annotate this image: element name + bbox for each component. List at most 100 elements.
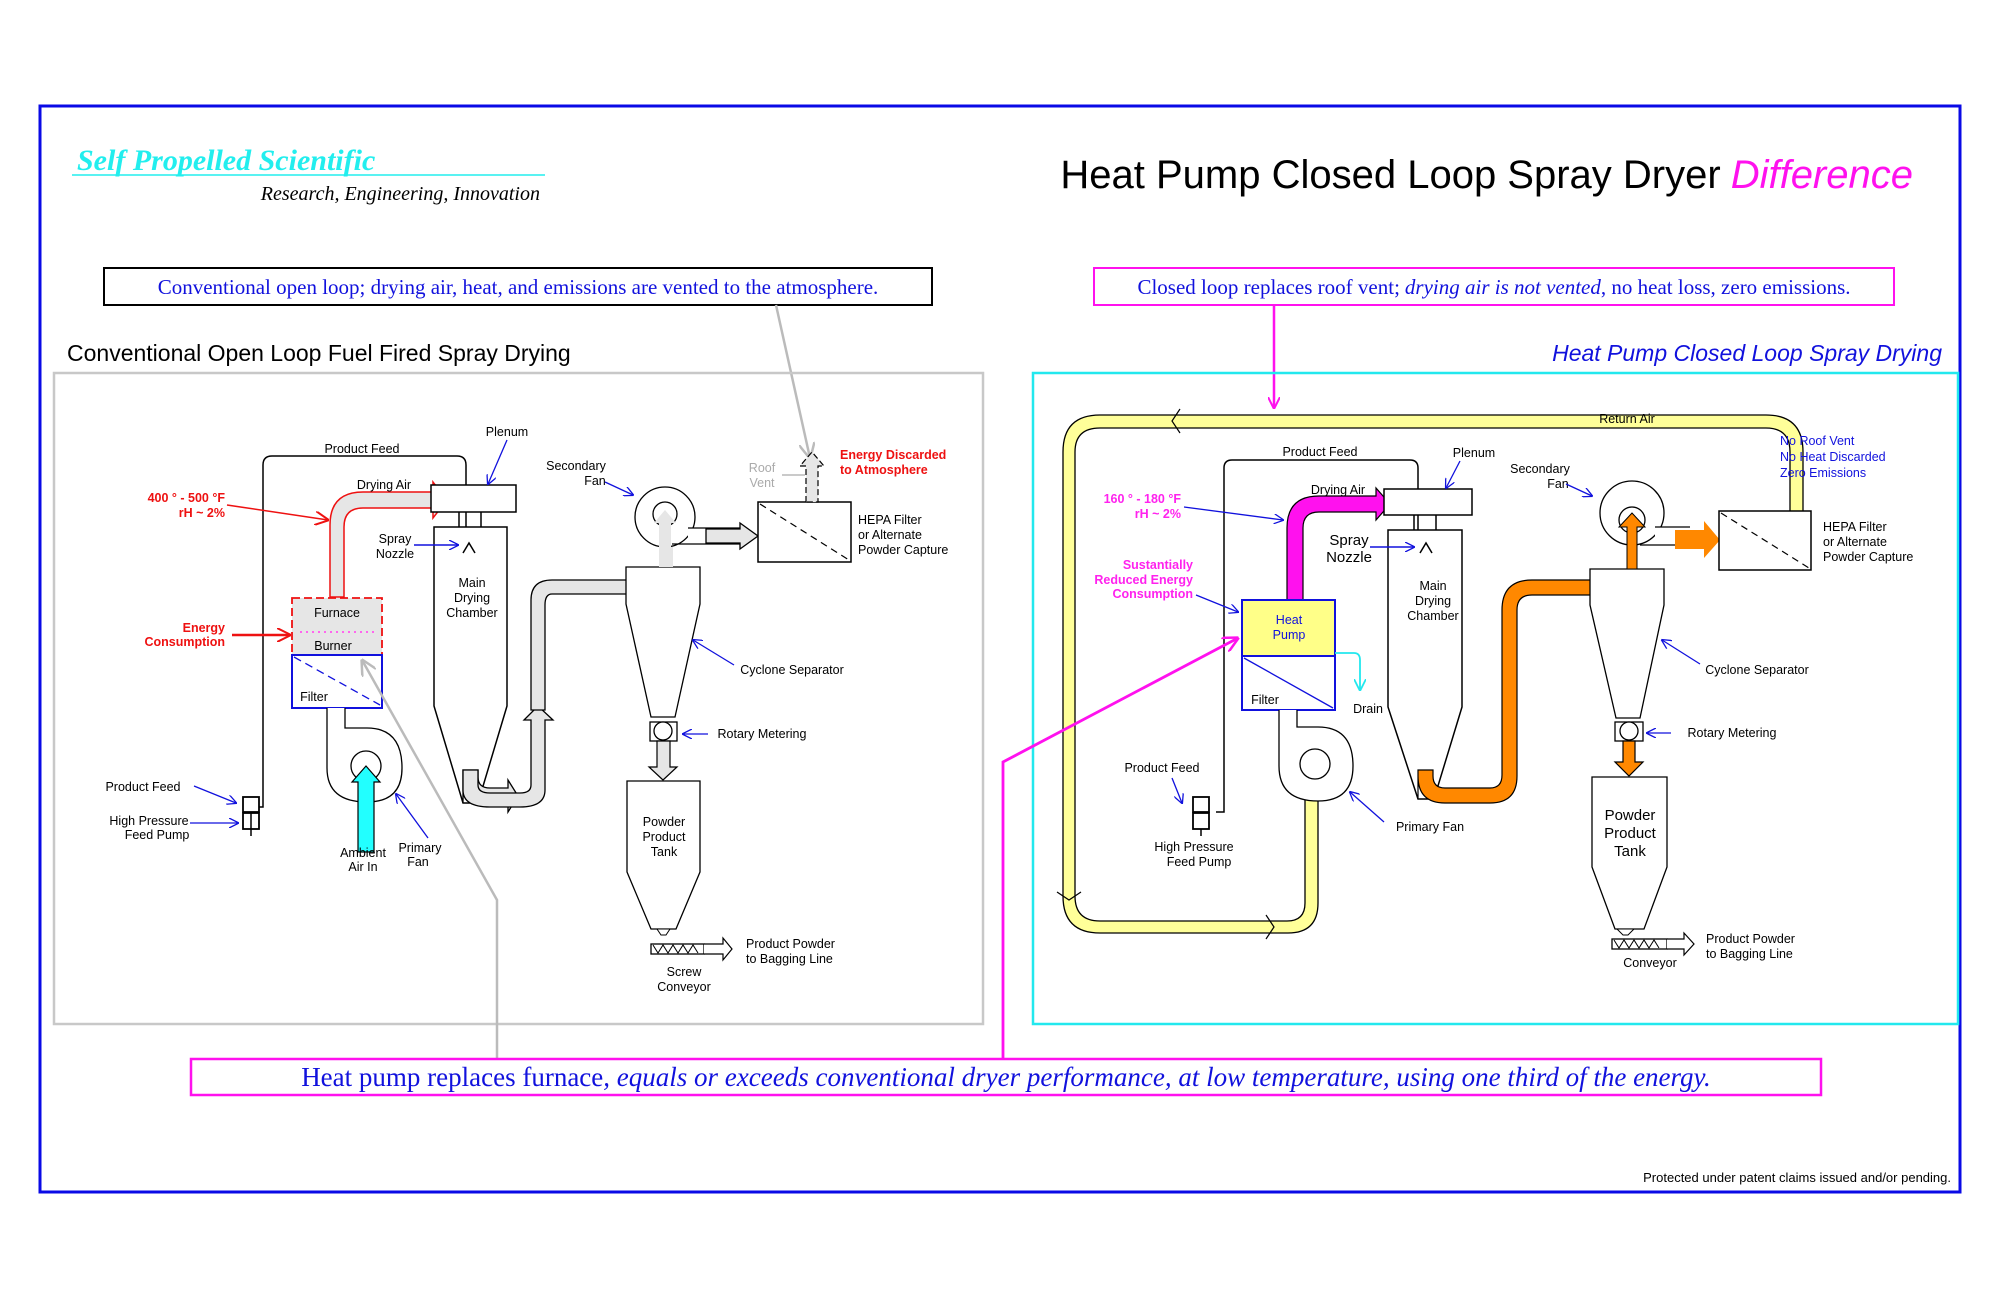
left-label-burner: Burner [314, 639, 352, 653]
left-duct-to-cyclone [530, 579, 629, 711]
bottom-callout-pointer-right [1001, 638, 1238, 1060]
right-label-temp: 160 ° - 180 °F [1104, 492, 1182, 506]
left-label-nozzle: Nozzle [376, 547, 414, 561]
right-label-hepa-1: HEPA Filter [1823, 520, 1887, 534]
left-powder-product-tank [626, 780, 701, 930]
right-label-conveyor: Conveyor [1623, 956, 1677, 970]
left-label-hepa-3: Powder Capture [858, 543, 948, 557]
tagline: Research, Engineering, Innovation [260, 183, 540, 205]
right-label-nozzle: Nozzle [1326, 549, 1372, 566]
right-label-cyclone: Cyclone Separator [1705, 663, 1809, 677]
left-label-hepa-1: HEPA Filter [858, 513, 922, 527]
right-label-rotary: Rotary Metering [1688, 726, 1777, 740]
right-label-plenum: Plenum [1453, 446, 1495, 460]
left-label-main: Main [458, 576, 485, 590]
patent-notice: Protected under patent claims issued and… [1643, 1170, 1951, 1185]
callout-bottom-part2: , equals or exceeds conventional dryer p… [603, 1062, 1711, 1092]
left-label-drying: Drying [454, 591, 490, 605]
right-label-pump: Pump [1273, 628, 1306, 642]
left-label-primary: Primary [398, 841, 442, 855]
right-label-secondary-fan: Fan [1547, 477, 1569, 491]
right-heat-pump [1241, 599, 1336, 657]
right-spray-nozzle [1419, 541, 1433, 554]
right-label-tank-3: Tank [1614, 843, 1646, 860]
right-feed-pump [1192, 796, 1210, 813]
callout-conventional-box [103, 267, 933, 306]
right-label-reduced-3: Consumption [1112, 587, 1193, 601]
left-label-screw: Screw [667, 965, 703, 979]
left-label-discard-2: to Atmosphere [840, 463, 928, 477]
right-main-drying-chamber [1387, 529, 1463, 800]
right-label-high-pressure: High Pressure [1154, 840, 1233, 854]
left-label-energy: Energy [183, 621, 225, 635]
right-label-main: Main [1419, 579, 1446, 593]
left-label-rh: rH ~ 2% [179, 506, 225, 520]
callout-closed-part2: drying air is not vented [1405, 275, 1601, 299]
right-label-rh: rH ~ 2% [1135, 507, 1181, 521]
left-label-spray: Spray [379, 532, 412, 546]
right-label-no-heat-discarded: No Heat Discarded [1780, 450, 1886, 464]
left-spray-nozzle [462, 541, 476, 554]
right-plenum [1383, 488, 1473, 516]
right-drying-air-duct [1286, 486, 1391, 601]
left-label-tank-3: Tank [651, 845, 678, 859]
right-label-bagging-1: Product Powder [1706, 932, 1795, 946]
left-label-consumption: Consumption [144, 635, 225, 649]
left-label-fan: Fan [407, 855, 429, 869]
callout-bottom: Heat pump replaces furnace, equals or ex… [301, 1062, 1711, 1092]
callout-bottom-box [189, 1057, 1823, 1097]
right-label-heat: Heat [1276, 613, 1303, 627]
right-label-bagging-2: to Bagging Line [1706, 947, 1793, 961]
left-label-air-in: Air In [348, 860, 377, 874]
right-label-reduced-1: Sustantially [1123, 558, 1193, 572]
right-exhaust-duct [1417, 579, 1601, 804]
company-name: Self Propelled Scientific [77, 144, 375, 177]
left-label-drying-air: Drying Air [357, 478, 411, 492]
left-label-filter: Filter [300, 690, 328, 704]
left-label-tank-1: Powder [643, 815, 685, 829]
left-label-plenum: Plenum [486, 425, 528, 439]
title-emphasis: Difference [1731, 153, 1913, 197]
left-label-ambient: Ambient [340, 846, 386, 860]
right-label-no-roof-vent: No Roof Vent [1780, 434, 1855, 448]
right-label-hepa-3: Powder Capture [1823, 550, 1913, 564]
left-label-roof: Roof [749, 461, 776, 475]
left-cyclone-separator [625, 566, 701, 718]
right-panel-frame [1031, 371, 1960, 1026]
right-diagram: Return Air Product Feed Drying Air Plenu… [1056, 408, 1913, 970]
left-label-high-pressure: High Pressure [109, 814, 188, 828]
left-label-vent: Vent [749, 476, 775, 490]
left-label-hepa-2: or Alternate [858, 528, 922, 542]
callout-closed-box [1093, 267, 1895, 306]
right-label-hepa-2: or Alternate [1823, 535, 1887, 549]
right-label-tank-2: Product [1604, 825, 1657, 842]
left-label-feed-pump: Feed Pump [125, 828, 190, 842]
left-label-product-feed-pump: Product Feed [105, 780, 180, 794]
bottom-callout-pointer-left [362, 660, 499, 1060]
right-label-chamber: Chamber [1407, 609, 1458, 623]
left-label-chamber: Chamber [446, 606, 497, 620]
left-label-conveyor: Conveyor [657, 980, 711, 994]
callout-closed-part1: Closed loop replaces roof vent; [1137, 275, 1399, 299]
right-return-air-loop [1062, 414, 1804, 934]
left-panel-title: Conventional Open Loop Fuel Fired Spray … [67, 340, 571, 366]
left-label-bagging-1: Product Powder [746, 937, 835, 951]
left-label-secondary: Secondary [546, 459, 607, 473]
right-drain-line [1335, 652, 1360, 690]
left-main-drying-chamber [433, 526, 508, 804]
callout-conventional: Conventional open loop; drying air, heat… [158, 275, 879, 299]
left-label-bagging-2: to Bagging Line [746, 952, 833, 966]
right-cyclone-separator [1589, 568, 1665, 719]
right-label-spray: Spray [1329, 532, 1369, 549]
callout-bottom-part1: Heat pump replaces furnace [301, 1062, 603, 1092]
left-panel-frame [52, 371, 985, 1026]
right-product-feed-line [1216, 459, 1419, 813]
right-label-primary-fan: Primary Fan [1396, 820, 1464, 834]
right-label-feed-pump: Feed Pump [1167, 855, 1232, 869]
left-label-rotary: Rotary Metering [718, 727, 807, 741]
outer-frame [38, 104, 1962, 1194]
left-label-temp: 400 ° - 500 °F [148, 491, 226, 505]
right-label-secondary: Secondary [1510, 462, 1571, 476]
right-label-reduced-2: Reduced Energy [1094, 573, 1193, 587]
